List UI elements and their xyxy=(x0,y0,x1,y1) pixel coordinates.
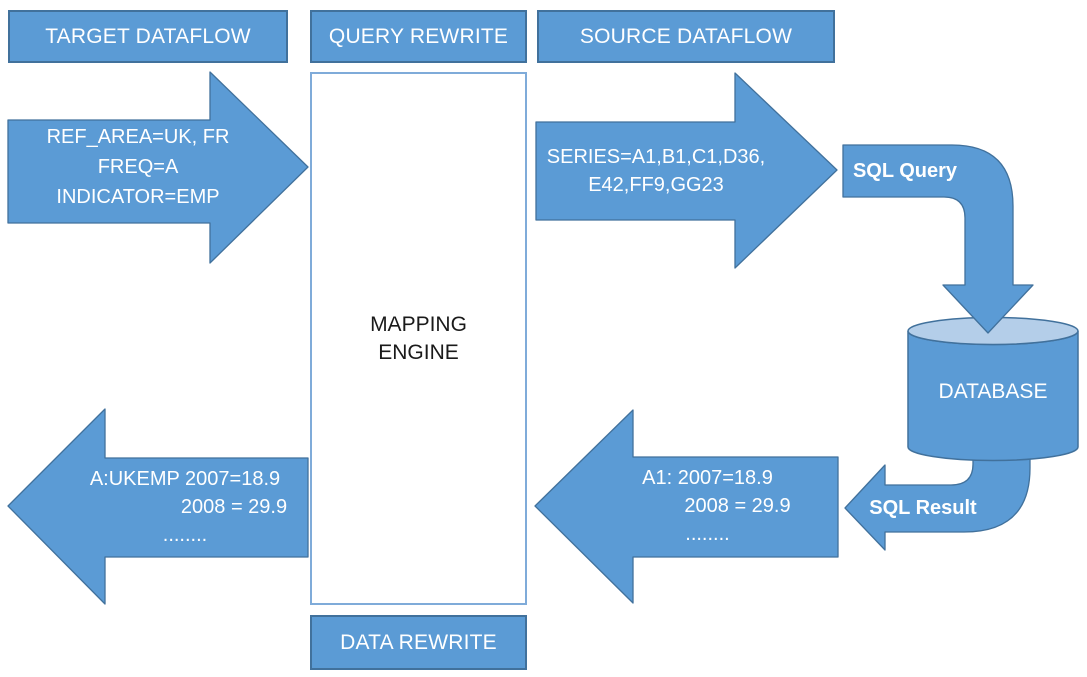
mapping-engine-label-line1: MAPPING xyxy=(370,312,467,336)
final-output-line: 2008 = 29.9 xyxy=(180,496,288,518)
final-output-line: A:UKEMP 2007=18.9 xyxy=(89,468,281,490)
sql-result-label: SQL Result xyxy=(858,483,988,533)
source-dataflow-box: SOURCE DATAFLOW xyxy=(537,10,835,63)
db-result-text: A1: 2007=18.9 2008 = 29.9 ........ xyxy=(605,456,810,556)
database-cylinder xyxy=(907,316,1079,462)
final-output-dots: ........ xyxy=(162,524,208,546)
sql-query-bent-arrow xyxy=(842,144,1034,334)
sql-query-label-text: SQL Query xyxy=(852,159,958,182)
target-query-line: INDICATOR=EMP xyxy=(56,186,220,208)
mapping-engine-label-line2: ENGINE xyxy=(378,340,459,364)
database-label-text: DATABASE xyxy=(938,380,1048,403)
sql-result-label-text: SQL Result xyxy=(869,496,977,519)
data-rewrite-label: DATA REWRITE xyxy=(340,630,497,654)
sql-result-bent-arrow xyxy=(844,435,1031,551)
source-series-text: SERIES=A1,B1,C1,D36, E42,FF9,GG23 xyxy=(536,122,776,220)
db-result-line: 2008 = 29.9 xyxy=(684,495,791,517)
target-input-arrow xyxy=(7,71,309,264)
source-series-line: SERIES=A1,B1,C1,D36, xyxy=(546,146,766,168)
sql-query-label: SQL Query xyxy=(845,146,965,196)
mapping-engine-box: MAPPING ENGINE xyxy=(310,72,527,605)
database-label: DATABASE xyxy=(908,336,1078,448)
source-series-line: E42,FF9,GG23 xyxy=(588,174,724,196)
final-output-text: A:UKEMP 2007=18.9 2008 = 29.9 ........ xyxy=(62,457,308,557)
source-query-arrow xyxy=(535,72,838,269)
db-result-line: A1: 2007=18.9 xyxy=(642,467,773,489)
db-result-arrow xyxy=(534,409,839,604)
query-rewrite-label: QUERY REWRITE xyxy=(328,24,509,48)
target-dataflow-label: TARGET DATAFLOW xyxy=(45,24,251,48)
target-query-line: REF_AREA=UK, FR xyxy=(46,126,230,148)
db-result-dots: ........ xyxy=(685,523,730,545)
target-query-line: FREQ=A xyxy=(97,156,179,178)
data-rewrite-box: DATA REWRITE xyxy=(310,615,527,670)
source-dataflow-label: SOURCE DATAFLOW xyxy=(579,24,793,48)
target-query-text: REF_AREA=UK, FR FREQ=A INDICATOR=EMP xyxy=(10,114,266,220)
query-rewrite-box: QUERY REWRITE xyxy=(310,10,527,63)
final-output-arrow xyxy=(7,408,309,605)
target-dataflow-box: TARGET DATAFLOW xyxy=(8,10,288,63)
